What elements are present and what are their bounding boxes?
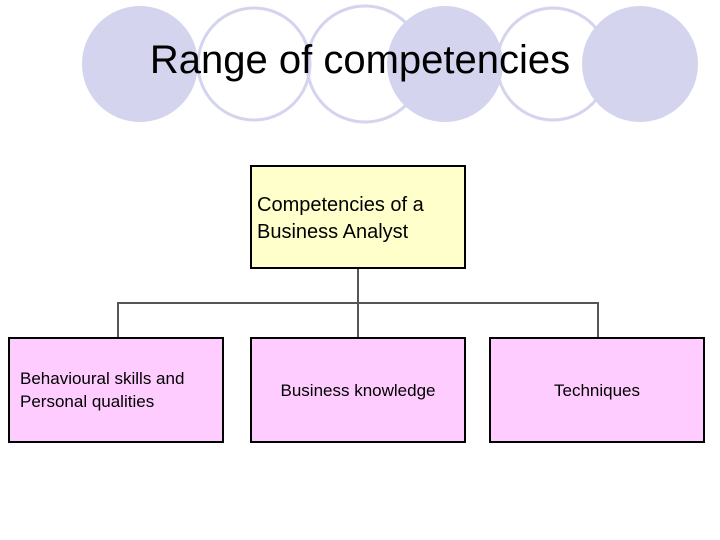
deco-circle-4 (387, 6, 503, 122)
deco-circle-2 (196, 6, 312, 122)
child-node-techniques: Techniques (489, 337, 705, 443)
child-node-behavioural-line1: Behavioural skills and (20, 369, 185, 388)
child-node-business-knowledge-label: Business knowledge (280, 380, 436, 400)
decorative-circles (82, 4, 698, 124)
child-node-techniques-label: Techniques (553, 380, 640, 400)
child-node-business-knowledge: Business knowledge (250, 337, 466, 443)
connector-to-child-1 (117, 302, 119, 337)
child-node-behavioural: Behavioural skills and Personal qualitie… (8, 337, 224, 443)
root-node-line1: Competencies of a (257, 194, 424, 216)
connector-to-child-3 (597, 302, 599, 337)
root-node: Competencies of a Business Analyst (250, 165, 466, 269)
connector-to-child-2 (357, 302, 359, 337)
child-node-behavioural-line2: Personal qualities (20, 392, 155, 411)
deco-circle-6 (582, 6, 698, 122)
slide-title: Range of competencies (149, 38, 571, 82)
root-node-line2: Business Analyst (257, 221, 409, 243)
connector-root-stem (357, 269, 359, 303)
deco-circle-1 (82, 6, 198, 122)
